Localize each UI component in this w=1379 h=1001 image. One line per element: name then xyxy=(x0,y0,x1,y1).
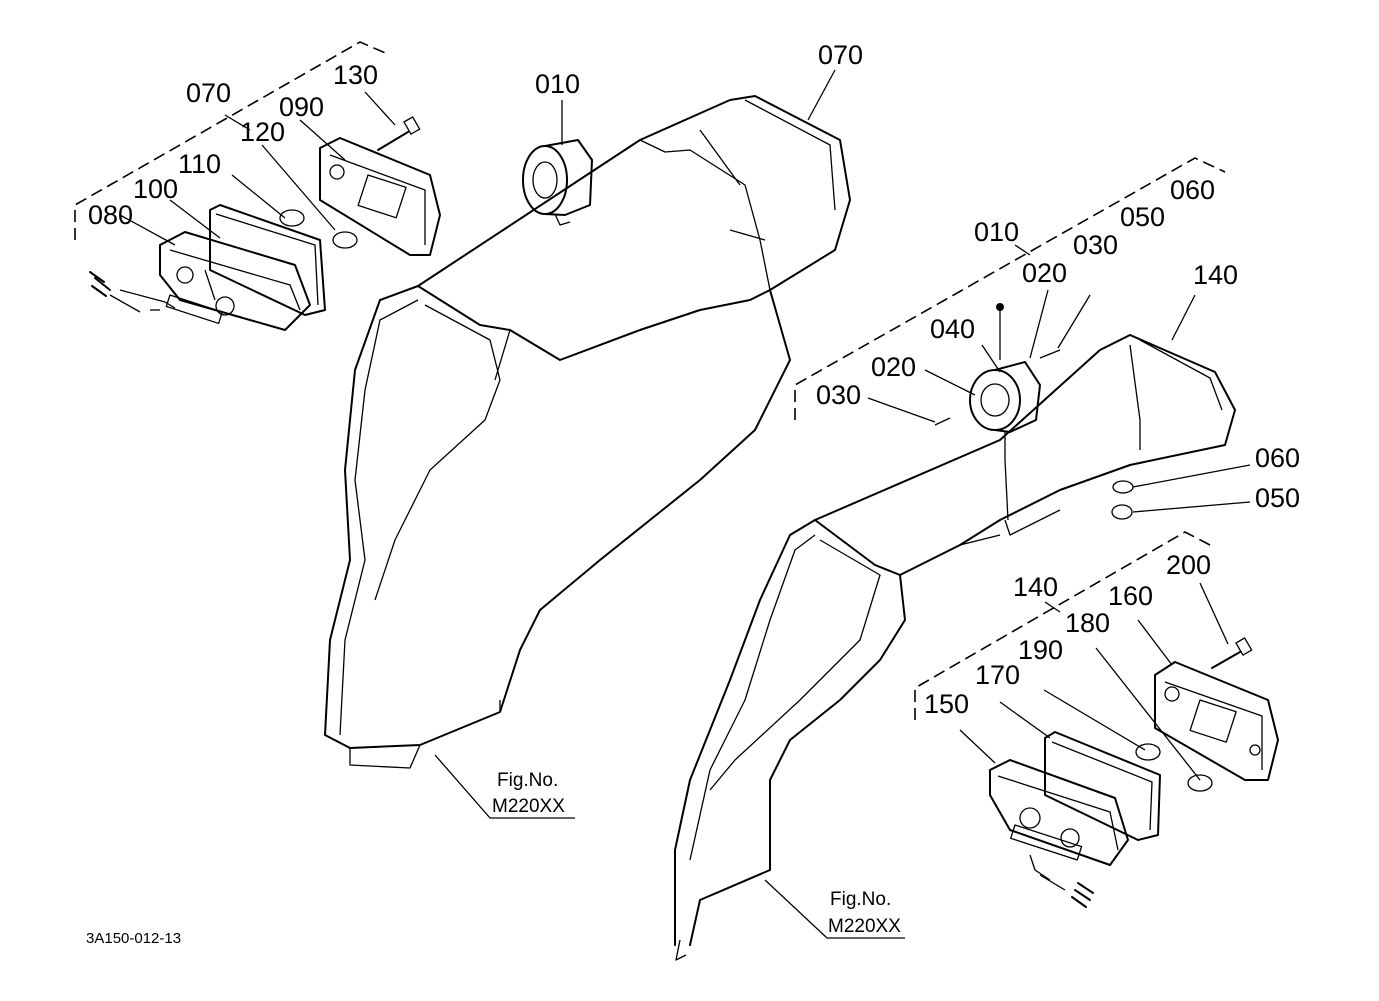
label-top-010: 010 xyxy=(535,69,580,99)
right-fender xyxy=(674,334,1236,961)
label-left-130: 130 xyxy=(333,60,378,90)
label-right-040: 040 xyxy=(930,314,975,344)
fig-ref-1-code[interactable]: M220XX xyxy=(492,796,565,817)
fig-ref-1-title: Fig.No. xyxy=(497,770,558,791)
label-left-110: 110 xyxy=(178,149,221,179)
right-work-lamp xyxy=(934,303,1134,521)
lower-lamp-assembly xyxy=(989,637,1279,908)
label-top-070: 070 xyxy=(818,40,863,70)
label-left-120: 120 xyxy=(240,117,285,147)
figure-reference-1[interactable]: Fig.No. M220XX xyxy=(492,770,565,817)
label-right-060b: 060 xyxy=(1255,443,1300,473)
top-work-lamp xyxy=(522,139,593,226)
label-lower-190: 190 xyxy=(1018,635,1063,665)
label-left-070: 070 xyxy=(186,78,231,108)
label-right-060: 060 xyxy=(1170,175,1215,205)
label-left-090: 090 xyxy=(279,92,324,122)
label-left-080: 080 xyxy=(88,200,133,230)
drawing-code: 3A150-012-13 xyxy=(86,930,181,947)
label-right-010: 010 xyxy=(974,217,1019,247)
label-right-050b: 050 xyxy=(1255,483,1300,513)
label-lower-150: 150 xyxy=(924,689,969,719)
leader-lines xyxy=(119,69,1251,939)
lower-assembly-boundary xyxy=(914,531,1211,720)
label-lower-180: 180 xyxy=(1065,608,1110,638)
left-fender xyxy=(324,95,851,769)
figure-reference-2[interactable]: Fig.No. M220XX xyxy=(828,889,901,937)
fig-ref-2-code[interactable]: M220XX xyxy=(828,916,901,937)
label-right-020b: 020 xyxy=(871,352,916,382)
right-assembly-boundary xyxy=(794,157,1226,420)
label-right-140: 140 xyxy=(1193,260,1238,290)
label-lower-200: 200 xyxy=(1166,550,1211,580)
label-lower-170: 170 xyxy=(975,660,1020,690)
label-right-020a: 020 xyxy=(1022,258,1067,288)
label-right-050: 050 xyxy=(1120,202,1165,232)
label-left-100: 100 xyxy=(133,174,178,204)
left-lamp-assembly xyxy=(89,116,441,331)
label-lower-140: 140 xyxy=(1013,572,1058,602)
left-assembly-boundary xyxy=(74,41,391,240)
fig-ref-2-title: Fig.No. xyxy=(830,889,891,910)
label-right-030b: 030 xyxy=(816,380,861,410)
label-lower-160: 160 xyxy=(1108,581,1153,611)
label-right-030a: 030 xyxy=(1073,230,1118,260)
part-number-labels: 070 130 090 120 110 100 080 010 070 010 … xyxy=(88,40,1300,719)
